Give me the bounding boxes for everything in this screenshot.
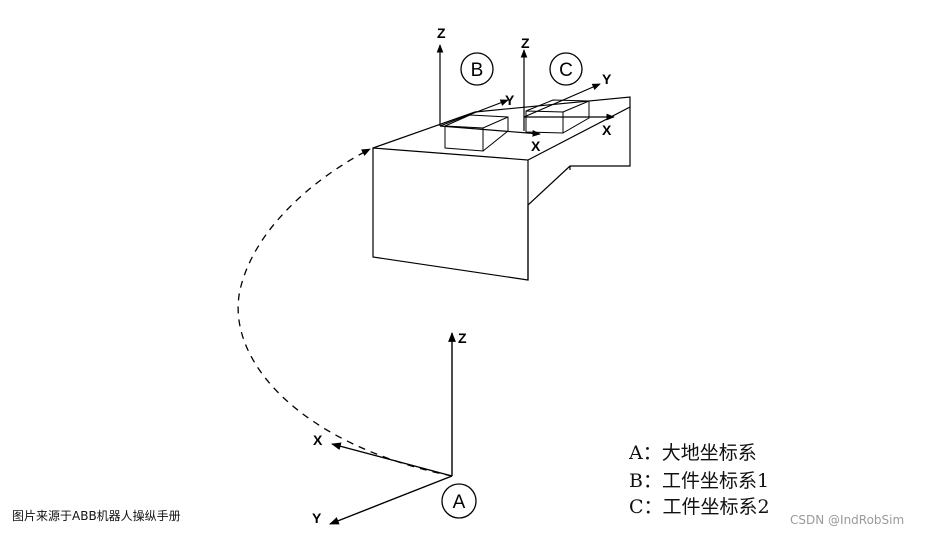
workobject1-coordinate-frame	[436, 44, 541, 137]
world-y-label: Y	[312, 510, 322, 526]
origin-b-circle	[460, 52, 494, 86]
world-z-label: Z	[458, 330, 467, 346]
wobj1-y-label: Y	[505, 92, 515, 108]
wobj1-x-label: X	[531, 138, 541, 154]
world-coordinate-frame	[329, 332, 456, 525]
wobj2-y-label: Y	[602, 71, 612, 87]
workpiece-block-b	[444, 114, 509, 152]
work-table	[372, 96, 631, 281]
workobject2-coordinate-frame	[520, 49, 615, 131]
legend-item-a: A：大地坐标系	[629, 442, 757, 464]
wobj1-x-axis	[439, 125, 541, 137]
source-caption: 图片来源于ABB机器人操纵手册	[12, 509, 181, 523]
dashed-trajectory	[237, 148, 453, 477]
wobj1-y-axis	[439, 99, 509, 127]
origin-b-label: B	[471, 60, 484, 81]
world-y-axis	[329, 475, 453, 525]
wobj2-y-axis	[523, 83, 601, 118]
legend-item-c: C：工件坐标系2	[629, 496, 770, 518]
wobj2-z-label: Z	[521, 35, 530, 51]
legend-item-b: B：工件坐标系1	[629, 470, 770, 492]
table-top-face	[372, 96, 631, 161]
origin-c-label: C	[559, 60, 573, 81]
world-x-label: X	[313, 432, 323, 448]
origin-a-label: A	[453, 492, 466, 513]
wobj2-x-label: X	[602, 122, 612, 138]
origin-c-circle	[549, 52, 583, 86]
watermark: CSDN @IndRobSim	[790, 513, 905, 527]
table-front-face	[372, 147, 529, 281]
workpiece-block-c	[525, 99, 590, 134]
world-x-axis	[331, 442, 453, 477]
origin-a-circle	[441, 483, 477, 519]
wobj1-z-label: Z	[437, 25, 446, 41]
